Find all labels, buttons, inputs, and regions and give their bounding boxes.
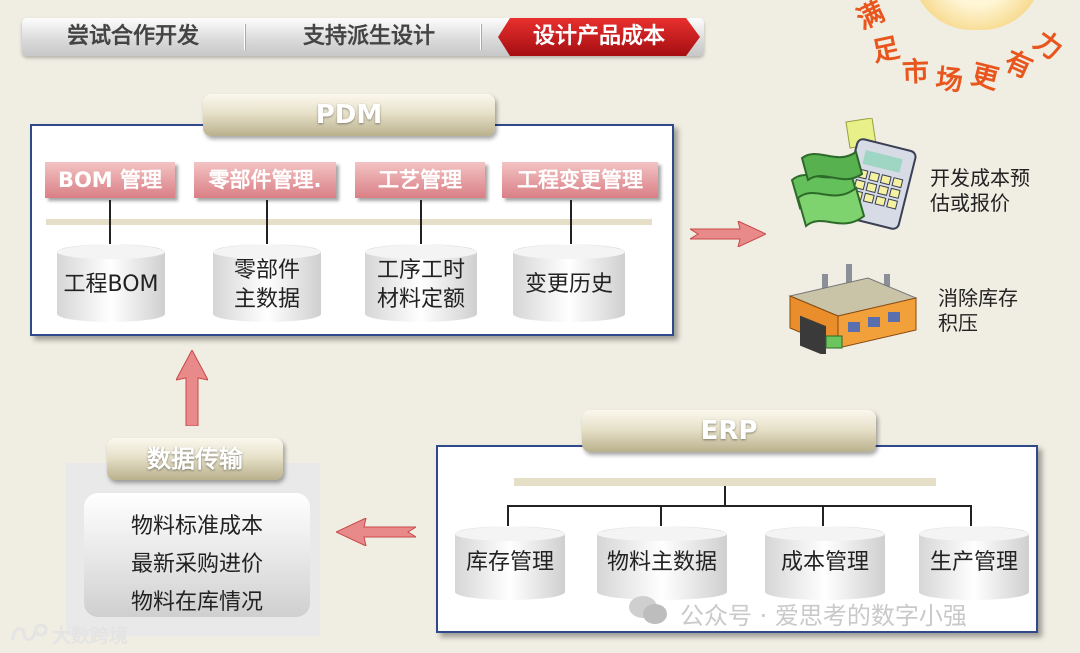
sun-emblem [912,0,1042,30]
erp-store-production: 生产管理 [918,526,1030,600]
connector-line [266,200,268,246]
erp-bus-bar [514,478,936,486]
tab-divider [244,24,245,50]
store-label: 成本管理 [780,550,869,575]
store-label: 零部件 [233,258,300,283]
store-label: 物料主数据 [606,550,717,575]
arrow-left-icon [336,518,416,546]
slogan-char: 足 [869,32,903,69]
connector-line [420,200,422,246]
connector-line [109,200,111,246]
cost-estimate-line: 开发成本预 [930,166,1030,190]
pdm-module-parts: 零部件管理. [194,162,336,198]
watermark-brand: 大数跨境 [52,625,129,647]
cost-estimate-text: 开发成本预 估或报价 [930,166,1030,216]
connector-line [724,486,726,506]
brand-logo-icon [11,623,48,641]
tab-bar: 尝试合作开发 支持派生设计 设计产品成本 [22,18,704,56]
erp-store-material: 物料主数据 [596,526,728,600]
store-label: 主数据 [233,287,300,312]
connector-line [570,200,572,246]
connector-line [507,505,972,507]
inventory-text: 消除库存 积压 [938,286,1018,336]
inventory-line: 积压 [938,311,978,335]
tab-collaborative-dev[interactable]: 尝试合作开发 [66,24,199,49]
erp-store-inventory: 库存管理 [454,526,566,600]
store-label: 库存管理 [465,550,554,575]
slogan-char: 场 [934,63,965,98]
transfer-item: 物料标准成本 [130,514,263,539]
store-label: 工序工时 [376,258,465,283]
connector-line [507,505,509,529]
pdm-module-change: 工程变更管理 [502,162,658,198]
wechat-icon [629,596,667,624]
watermark-public-account: 公众号 · 爱思考的数字小强 [680,602,967,630]
tab-product-cost[interactable]: 设计产品成本 [532,24,665,49]
store-label: 工程BOM [63,272,159,297]
store-label: 材料定额 [376,287,465,312]
money-calculator-icon [790,118,917,230]
connector-line [970,505,972,529]
pdm-bus-bar [46,219,652,225]
pdm-store-process: 工序工时 材料定额 [364,244,478,322]
pdm-module-bom: BOM 管理 [45,162,175,198]
transfer-items-box [84,493,310,617]
warehouse-icon [788,264,918,354]
cost-estimate-line: 估或报价 [930,191,1010,215]
pdm-store-change: 变更历史 [512,244,626,322]
inventory-line: 消除库存 [938,286,1018,310]
store-label: 变更历史 [524,272,613,297]
transfer-item: 最新采购进价 [130,552,263,577]
pdm-title: PDM [203,94,495,136]
connector-line [660,505,662,529]
store-label: 生产管理 [929,550,1018,575]
tab-divider [480,24,481,50]
arrow-up-icon [176,350,208,426]
erp-title: ERP [582,410,876,452]
pdm-module-process: 工艺管理 [355,162,485,198]
slogan-char: 市 [901,56,930,89]
tab-derived-design[interactable]: 支持派生设计 [302,24,435,49]
pdm-store-parts: 零部件 主数据 [212,244,322,322]
pdm-store-bom: 工程BOM [56,244,166,322]
connector-line [822,505,824,529]
transfer-item: 物料在库情况 [130,590,263,615]
arrow-right-icon [690,221,766,247]
erp-store-cost: 成本管理 [764,526,886,600]
transfer-title: 数据传输 [107,438,283,480]
active-tab-arrow-shape [498,18,700,56]
